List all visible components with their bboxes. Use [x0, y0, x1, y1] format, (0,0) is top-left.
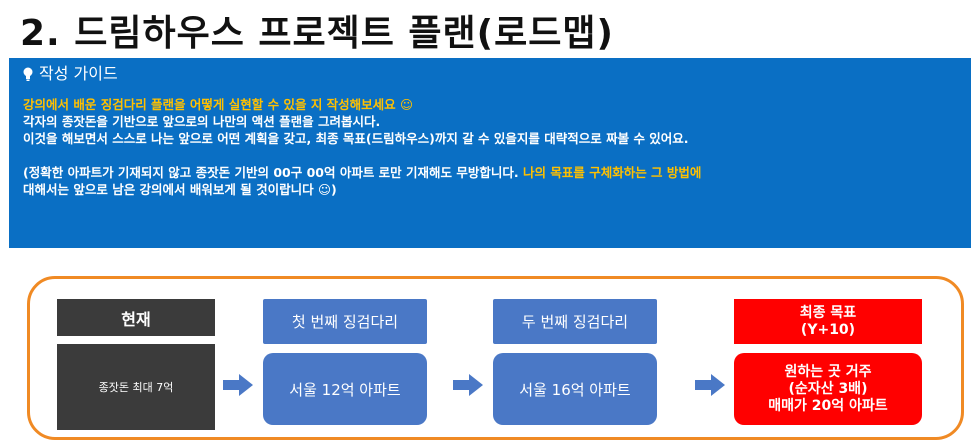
goal-year: (Y+10) [800, 321, 856, 338]
step1-value: 서울 12억 아파트 [263, 353, 427, 425]
guide-line-4-yellow: 나의 목표를 구체화하는 그 방법에 [522, 165, 702, 180]
guide-line-1: 강의에서 배운 징검다리 플랜을 어떻게 실현할 수 있을 지 작성해보세요 ☺ [23, 97, 414, 112]
current-value: 종잣돈 최대 7억 [57, 344, 215, 430]
guide-line-5-text: 대해서는 앞으로 남은 강의에서 배워보게 될 것이랍니다 ☺) [23, 182, 337, 197]
guide-line-5: 대해서는 앞으로 남은 강의에서 배워보게 될 것이랍니다 ☺) [23, 181, 957, 198]
guide-line-4: (정확한 아파트가 기재되지 않고 종잣돈 기반의 00구 00억 아파트 로만… [23, 164, 957, 181]
goal-title: 최종 목표 [799, 304, 857, 321]
step2-label: 두 번째 징검다리 [493, 299, 657, 344]
goal-value-line1: 원하는 곳 거주 [784, 363, 872, 380]
guide-line-4-white: (정확한 아파트가 기재되지 않고 종잣돈 기반의 00구 00억 아파트 로만… [23, 165, 519, 180]
step2-value: 서울 16억 아파트 [493, 353, 657, 425]
guide-heading-row: 작성 가이드 [23, 65, 957, 82]
roadmap-frame: 현재 종잣돈 최대 7억 첫 번째 징검다리 서울 12억 아파트 두 번째 징… [27, 276, 964, 440]
step1-label: 첫 번째 징검다리 [263, 299, 427, 344]
goal-value: 원하는 곳 거주 (순자산 3배) 매매가 20억 아파트 [734, 353, 922, 425]
arrow-right-icon [695, 374, 725, 396]
arrow-right-icon [223, 374, 253, 396]
guide-line-2: 각자의 종잣돈을 기반으로 앞으로의 나만의 액션 플랜을 그려봅시다. [23, 114, 381, 129]
current-label: 현재 [57, 299, 215, 336]
page-title: 2. 드림하우스 프로젝트 플랜(로드맵) [20, 13, 614, 54]
writing-guide-panel: 작성 가이드 강의에서 배운 징검다리 플랜을 어떻게 실현할 수 있을 지 작… [9, 58, 971, 248]
goal-value-line2: (순자산 3배) [788, 380, 868, 397]
guide-heading: 작성 가이드 [39, 64, 118, 83]
guide-line-3: 이것을 해보면서 스스로 나는 앞으로 어떤 계획을 갖고, 최종 목표(드림하… [23, 131, 689, 146]
arrow-right-icon [453, 374, 483, 396]
goal-value-line3: 매매가 20억 아파트 [768, 397, 888, 414]
goal-label: 최종 목표 (Y+10) [734, 299, 922, 344]
lightbulb-icon [23, 67, 33, 81]
